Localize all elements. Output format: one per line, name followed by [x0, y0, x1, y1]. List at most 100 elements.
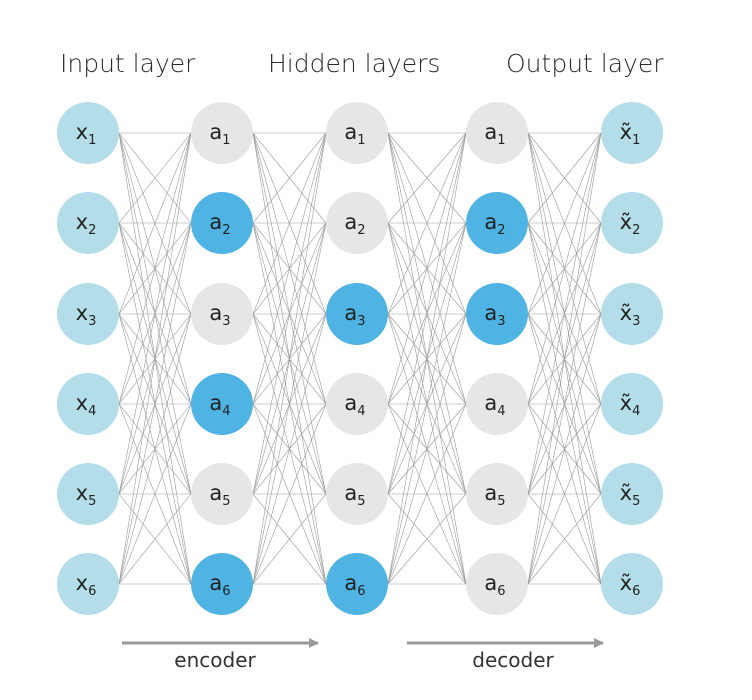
connection-edge: [387, 493, 467, 585]
connection-edge: [118, 493, 192, 585]
connection-edge: [387, 132, 467, 224]
neuron-circle: [466, 283, 528, 345]
connection-edge: [118, 132, 192, 495]
hidden-node-1-3: a3: [191, 283, 253, 345]
output-node-4-4: x̃4: [601, 373, 663, 435]
neuron-label: a4: [484, 391, 505, 419]
neuron-label: a1: [484, 120, 505, 148]
neuron-label: x̃3: [620, 301, 641, 329]
neuron-label: x4: [76, 391, 97, 419]
hidden-node-2-3: a3: [326, 283, 388, 345]
neuron-label: a2: [344, 210, 365, 238]
hidden-node-3-3: a3: [466, 283, 528, 345]
hidden-node-3-2: a2: [466, 192, 528, 254]
neuron-label: x1: [76, 120, 97, 148]
output-node-4-1: x̃1: [601, 102, 663, 164]
connection-edge: [252, 132, 327, 224]
input-node-0-6: x6: [57, 553, 119, 615]
hidden-node-3-4: a4: [466, 373, 528, 435]
neuron-label: a2: [484, 210, 505, 238]
output-layer-title: Output layer: [506, 49, 664, 78]
input-node-0-1: x1: [57, 102, 119, 164]
neuron-circle: [601, 373, 663, 435]
neuron-circle: [57, 373, 119, 435]
hidden-layers-title: Hidden layers: [268, 49, 440, 78]
neuron-circle: [601, 283, 663, 345]
hidden-node-2-5: a5: [326, 463, 388, 525]
neuron-circle: [326, 192, 388, 254]
neuron-circle: [326, 553, 388, 615]
neuron-label: x6: [76, 571, 97, 599]
connection-edge: [387, 132, 467, 315]
encoder-label: encoder: [174, 648, 256, 672]
neuron-label: a3: [209, 301, 230, 329]
connection-edge: [527, 132, 602, 224]
hidden-node-2-1: a1: [326, 102, 388, 164]
neuron-label: x5: [76, 481, 97, 509]
neuron-circle: [191, 192, 253, 254]
connection-edge: [118, 222, 192, 585]
neuron-circle: [57, 283, 119, 345]
connection-edge: [527, 132, 602, 585]
neuron-circle: [326, 283, 388, 345]
neuron-label: a5: [209, 481, 230, 509]
output-node-4-6: x̃6: [601, 553, 663, 615]
hidden-node-3-6: a6: [466, 553, 528, 615]
connection-edge: [387, 132, 467, 495]
neuron-circle: [466, 192, 528, 254]
hidden-node-1-6: a6: [191, 553, 253, 615]
output-node-4-5: x̃5: [601, 463, 663, 525]
connection-edge: [118, 313, 192, 585]
connection-edge: [252, 493, 327, 585]
neuron-circle: [466, 102, 528, 164]
neuron-circle: [466, 463, 528, 525]
connection-edge: [252, 313, 327, 585]
connection-edge: [527, 132, 602, 405]
neuron-label: a1: [344, 120, 365, 148]
neuron-circle: [57, 192, 119, 254]
hidden-node-2-2: a2: [326, 192, 388, 254]
hidden-node-1-4: a4: [191, 373, 253, 435]
connection-edge: [387, 313, 467, 585]
connection-edge: [252, 132, 327, 405]
connection-edge: [527, 222, 602, 585]
neuron-label: x3: [76, 301, 97, 329]
neuron-label: x2: [76, 210, 97, 238]
connection-edge: [118, 132, 192, 224]
hidden-node-1-5: a5: [191, 463, 253, 525]
connections: [118, 132, 602, 585]
decoder-label: decoder: [472, 648, 554, 672]
neuron-label: a1: [209, 120, 230, 148]
neuron-label: a4: [209, 391, 230, 419]
hidden-node-3-5: a5: [466, 463, 528, 525]
hidden-node-1-1: a1: [191, 102, 253, 164]
neuron-circle: [601, 463, 663, 525]
output-node-4-2: x̃2: [601, 192, 663, 254]
neuron-circle: [466, 373, 528, 435]
connection-edge: [527, 132, 602, 495]
input-node-0-4: x4: [57, 373, 119, 435]
neuron-circle: [601, 553, 663, 615]
input-layer-title: Input layer: [60, 49, 196, 78]
connection-edge: [252, 132, 327, 315]
neuron-label: x̃5: [620, 481, 641, 509]
hidden-node-1-2: a2: [191, 192, 253, 254]
output-node-4-3: x̃3: [601, 283, 663, 345]
neurons: x1 x2 x3 x4 x5 x6 a1 a2 a3 a4 a5 a6 a1 a2 a3 a4 a5 a6 a1 a2…: [57, 102, 663, 615]
connection-edge: [252, 132, 327, 585]
connection-edge: [118, 403, 192, 585]
neuron-label: a5: [484, 481, 505, 509]
neuron-circle: [57, 463, 119, 525]
connection-edge: [527, 493, 602, 585]
neuron-label: a4: [344, 391, 365, 419]
neuron-circle: [191, 102, 253, 164]
connection-edge: [387, 403, 467, 585]
neuron-circle: [191, 553, 253, 615]
connection-edge: [118, 132, 192, 405]
neuron-label: a3: [484, 301, 505, 329]
connection-edge: [118, 132, 192, 585]
connection-edge: [527, 403, 602, 585]
connection-edge: [387, 132, 467, 405]
connection-edge: [527, 132, 602, 315]
